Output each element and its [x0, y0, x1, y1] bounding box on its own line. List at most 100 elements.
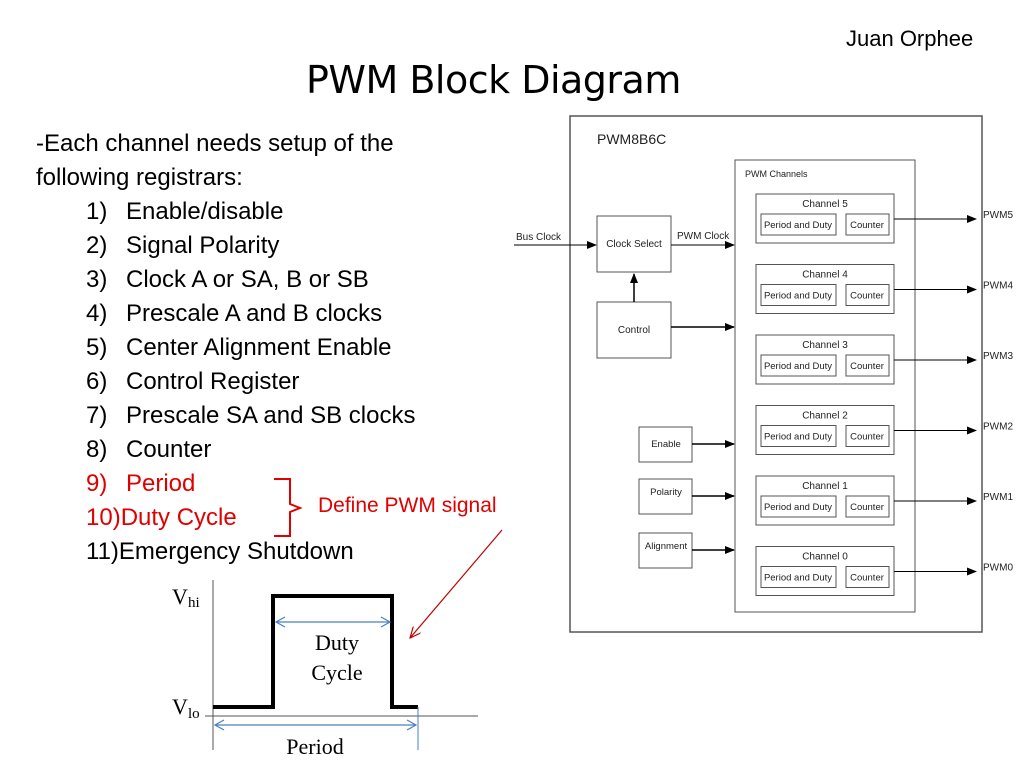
- register-label: Emergency Shutdown: [118, 538, 354, 565]
- define-pwm-annotation: Define PWM signal: [318, 494, 497, 517]
- register-label: Center Alignment Enable: [126, 334, 392, 361]
- counter-box: [845, 566, 890, 588]
- counter-box: [845, 354, 890, 377]
- register-label: Control Register: [126, 368, 300, 395]
- clock-select-label: Clock Select: [606, 239, 662, 250]
- register-number: 9): [86, 470, 108, 497]
- pwm-clock-label: PWM Clock: [677, 231, 730, 242]
- counter-label: Counter: [850, 432, 884, 443]
- period-duty-label: Period and Duty: [764, 432, 832, 443]
- counter-label: Counter: [850, 361, 884, 372]
- register-item: 5) Center Alignment Enable: [86, 331, 392, 365]
- side-input-box: [638, 478, 693, 515]
- v-low-label: V: [172, 694, 188, 719]
- counter-label: Counter: [850, 291, 884, 302]
- counter-box: [845, 495, 890, 518]
- register-number: 5): [86, 334, 108, 361]
- register-item: 7) Prescale SA and SB clocks: [86, 399, 415, 433]
- register-label: Signal Polarity: [126, 232, 280, 259]
- pwm-pulse: [213, 594, 418, 709]
- output-label: PWM3: [983, 351, 1013, 362]
- brace-bracket: [274, 478, 503, 638]
- output-label: PWM4: [983, 281, 1013, 292]
- annotation-arrow: [410, 529, 503, 638]
- channel-name: Channel 5: [802, 199, 848, 210]
- register-label: Prescale A and B clocks: [126, 300, 383, 327]
- register-number: 11): [86, 538, 119, 565]
- channel-name: Channel 1: [802, 481, 848, 492]
- register-label: Clock A or SA, B or SB: [126, 266, 369, 293]
- register-number: 3): [86, 266, 108, 293]
- slide-title: PWM Block Diagram: [306, 58, 681, 102]
- module-name: PWM8B6C: [597, 131, 666, 147]
- register-number: 1): [86, 198, 108, 225]
- intro-line-2: following registrars:: [36, 164, 243, 191]
- period-duty-label: Period and Duty: [764, 502, 832, 513]
- register-item: 1) Enable/disable: [86, 195, 283, 229]
- counter-label: Counter: [850, 573, 884, 584]
- counter-box: [845, 284, 890, 306]
- register-label: Duty Cycle: [120, 504, 237, 531]
- side-input-label: Alignment: [645, 541, 688, 552]
- register-number: 2): [86, 232, 108, 259]
- channel-name: Channel 3: [802, 340, 848, 351]
- bus-clock-label: Bus Clock: [516, 232, 562, 243]
- control-box: [596, 301, 672, 359]
- control-label: Control: [618, 325, 650, 336]
- counter-box: [845, 213, 890, 236]
- period-duty-box: [760, 495, 837, 518]
- counter-box: [845, 425, 890, 447]
- register-label: Counter: [126, 436, 212, 463]
- channel-name: Channel 2: [802, 411, 848, 422]
- v-high-label: V: [172, 584, 188, 609]
- intro-text: -Each channel needs setup of the followi…: [36, 127, 394, 195]
- period-duty-label: Period and Duty: [764, 220, 832, 231]
- side-input-label: Enable: [651, 439, 681, 450]
- channel-name: Channel 0: [802, 552, 848, 563]
- duty-label: Duty: [315, 630, 359, 655]
- register-item: 3) Clock A or SA, B or SB: [86, 263, 369, 297]
- channel-name: Channel 4: [802, 270, 848, 281]
- register-item: 10)Duty Cycle: [86, 501, 237, 535]
- output-label: PWM0: [983, 563, 1013, 574]
- register-number: 7): [86, 402, 108, 429]
- register-label: Prescale SA and SB clocks: [126, 402, 416, 429]
- clock-select-box: [596, 215, 672, 273]
- output-label: PWM1: [983, 492, 1013, 503]
- register-item: 11)Emergency Shutdown: [86, 535, 354, 569]
- register-item: 9) Period: [86, 467, 195, 501]
- output-label: PWM2: [983, 422, 1013, 433]
- author-name: Juan Orphee: [846, 26, 974, 51]
- brace-path: [274, 478, 303, 537]
- register-label: Enable/disable: [126, 198, 284, 225]
- counter-label: Counter: [850, 220, 884, 231]
- period-label: Period: [286, 734, 343, 759]
- register-item: 4) Prescale A and B clocks: [86, 297, 382, 331]
- period-duty-label: Period and Duty: [764, 361, 832, 372]
- register-number: 4): [86, 300, 108, 327]
- register-number: 6): [86, 368, 108, 395]
- register-label: Period: [126, 470, 196, 497]
- period-duty-box: [760, 284, 837, 306]
- register-number: 10): [86, 504, 121, 531]
- period-duty-box: [760, 425, 837, 447]
- intro-line-1: -Each channel needs setup of the: [36, 130, 394, 157]
- v-low-subscript: lo: [188, 706, 200, 722]
- period-duty-label: Period and Duty: [764, 291, 832, 302]
- cycle-label: Cycle: [311, 660, 362, 685]
- register-number: 8): [86, 436, 108, 463]
- register-item: 6) Control Register: [86, 365, 299, 399]
- register-item: 2) Signal Polarity: [86, 229, 279, 263]
- output-label: PWM5: [983, 210, 1013, 221]
- duty-arrowheads: [274, 616, 392, 628]
- period-duty-label: Period and Duty: [764, 573, 832, 584]
- v-high-subscript: hi: [188, 595, 200, 611]
- period-duty-box: [760, 566, 837, 588]
- period-duty-box: [760, 213, 837, 236]
- counter-label: Counter: [850, 502, 884, 513]
- side-input-box: [638, 426, 693, 463]
- side-input-label: Polarity: [650, 487, 682, 498]
